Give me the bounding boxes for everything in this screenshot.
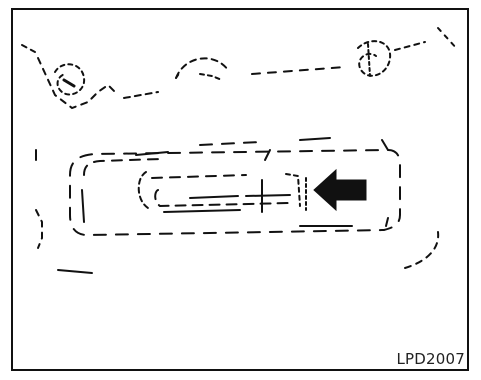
figure-frame — [11, 8, 469, 371]
upper-left-knob-sketch — [21, 44, 159, 110]
switch-assembly-sketch — [135, 137, 353, 227]
dashed-outline-panel — [69, 139, 401, 237]
lower-right-curve — [404, 231, 440, 269]
top-arch-sketch — [175, 57, 229, 81]
figure-code-label: LPD2007 — [396, 350, 465, 368]
left-arrow-icon — [313, 168, 367, 212]
left-edge-marks — [35, 149, 93, 274]
upper-right-knob-sketch — [251, 27, 459, 77]
